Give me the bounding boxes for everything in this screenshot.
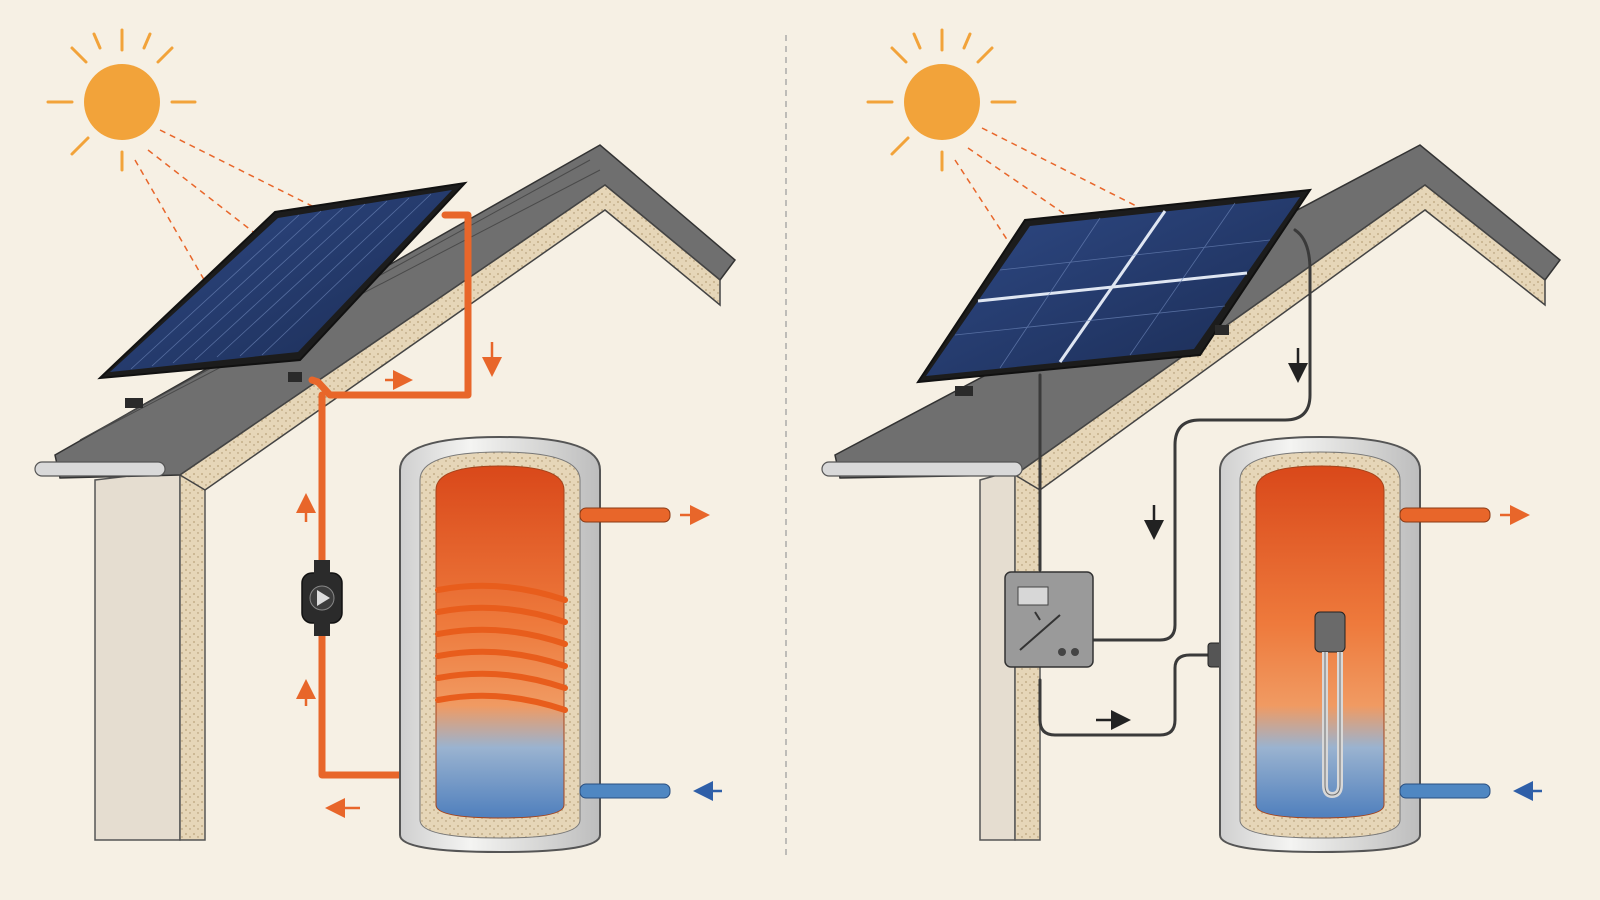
- cable-run: [1038, 228, 1312, 737]
- immersion-heater-element: [1314, 611, 1346, 799]
- hot-water-tank: [1219, 435, 1542, 854]
- cold-water-inlet: [1399, 783, 1491, 799]
- roof: [34, 144, 737, 491]
- gutter: [821, 461, 1023, 477]
- flow-arrows-left: [296, 342, 502, 818]
- flow-arrows-right: [1096, 348, 1308, 730]
- left-panel-solar-thermal: [34, 28, 737, 854]
- house-wall: [94, 453, 206, 841]
- hot-water-tank: [399, 435, 722, 854]
- hot-water-outlet: [579, 507, 671, 523]
- cold-water-inlet: [579, 783, 671, 799]
- right-panel-photovoltaic: [821, 28, 1562, 854]
- sun-icon: [46, 28, 341, 291]
- thermal-collector-panel: [97, 181, 468, 408]
- pv-panel-array: [916, 188, 1313, 396]
- pump-icon: [301, 560, 343, 636]
- hot-water-outlet: [1399, 507, 1491, 523]
- pipe-loop: [308, 211, 472, 779]
- copper-coil-heat-exchanger: [435, 582, 568, 713]
- gutter: [34, 461, 166, 477]
- controller-box: [1004, 571, 1094, 668]
